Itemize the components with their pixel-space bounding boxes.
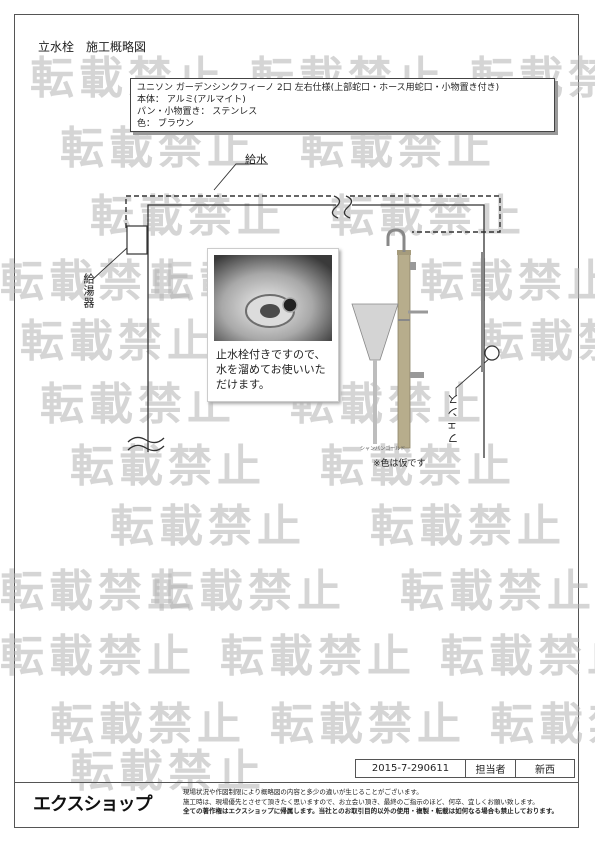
sink-bowl — [351, 303, 399, 361]
upper-faucet-handle — [410, 262, 416, 270]
product-name: ユニソン ガーデンシンクフィーノ 2口 左右仕様(上部蛇口・ホース用蛇口・小物置… — [137, 83, 500, 93]
garden-sink-illustration — [351, 228, 428, 449]
footer-copyright: 全ての著作権はエクスショップに帰属します。当社とのお取引目的以外の使用・複製・転… — [183, 807, 559, 815]
footer-divider — [14, 782, 579, 783]
break-mark-left — [127, 436, 165, 444]
sink-drain-pipe — [373, 360, 377, 444]
faucet-post-cap — [397, 250, 411, 255]
photo-drain-hole — [260, 304, 280, 318]
upper-faucet-spout — [386, 228, 406, 252]
supply-leader — [213, 163, 268, 191]
footer-notes: 現場状況や作図制限により概略図の内容と多少の違いが生じることがございます。 施工… — [183, 788, 573, 817]
footer-note: 施工時は、現場優先とさせて頂きたく思いますので、お立会い頂き、最終のご指示のほど… — [183, 797, 539, 806]
house-wall-top-left — [147, 204, 336, 452]
photo-caption: 止水栓付きですので、水を溜めてお使いいただけます。 — [216, 348, 326, 391]
drawing-frame — [14, 14, 579, 828]
photo-panel: 止水栓付きですので、水を溜めてお使いいただけます。 — [207, 248, 339, 402]
supply-pipe — [350, 195, 501, 233]
title-block: 2015-7-290611 担当者 新西 — [355, 759, 575, 778]
person-name: 新西 — [535, 765, 555, 776]
supply-pipe — [125, 195, 334, 228]
hose-faucet — [410, 372, 424, 378]
heater-leader — [91, 247, 128, 281]
drawing-code: 2015-7-290611 — [356, 760, 466, 777]
company-logo: エクスショップ — [33, 794, 152, 815]
fence-marker — [484, 345, 500, 361]
faucet-post — [397, 251, 411, 449]
photo-stopper — [282, 297, 298, 313]
product-pan-material: パン・小物置き： ステンレス — [137, 107, 258, 117]
fence-leader — [455, 357, 491, 396]
document-title: 立水栓 施工概略図 — [38, 40, 147, 54]
product-color: 色： ブラウン — [137, 119, 194, 129]
water-heater-label: 給湯器 — [82, 273, 95, 309]
product-color-label: シャンパンゴールド — [360, 446, 406, 452]
water-heater — [126, 225, 148, 255]
break-mark-left — [127, 444, 165, 452]
house-wall-top-right — [352, 204, 485, 458]
color-note: ※色は仮です — [373, 459, 426, 469]
fence-label: フェンス — [447, 392, 460, 444]
fence-post — [481, 252, 484, 372]
person-label: 担当者 — [466, 760, 516, 777]
product-info-box: ユニソン ガーデンシンクフィーノ 2口 左右仕様(上部蛇口・ホース用蛇口・小物置… — [130, 78, 555, 132]
product-body-material: 本体： アルミ(アルマイト) — [137, 95, 246, 105]
break-mark-top — [331, 195, 341, 219]
break-mark-top — [343, 195, 353, 219]
sink-drain-photo — [214, 255, 332, 341]
footer-note: 現場状況や作図制限により概略図の内容と多少の違いが生じることがございます。 — [183, 788, 423, 796]
supply-label: 給水 — [245, 153, 267, 166]
